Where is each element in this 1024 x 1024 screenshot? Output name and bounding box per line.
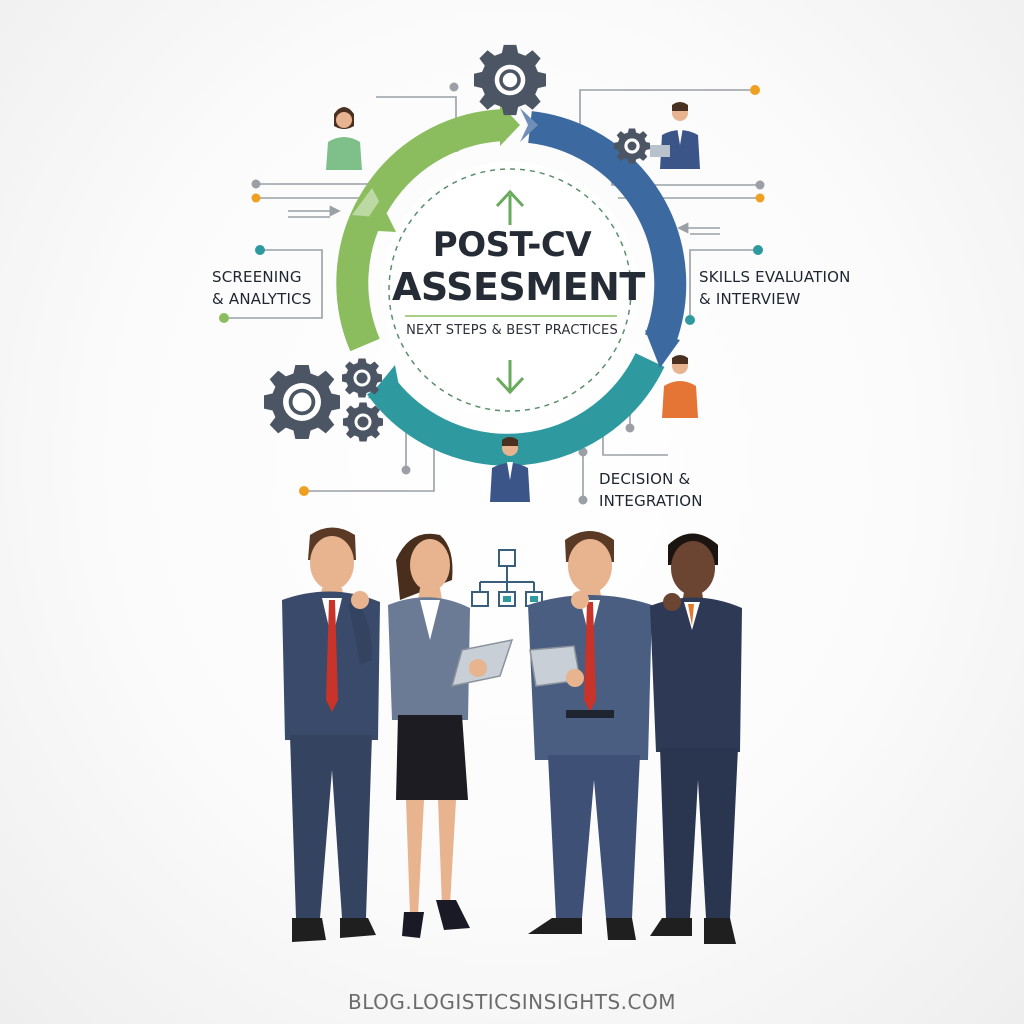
diagram-title-line-1: POST-CV xyxy=(432,225,592,265)
gear-icon xyxy=(264,364,340,440)
stage-label-line: & ANALYTICS xyxy=(212,290,312,308)
business-team-illustration xyxy=(282,527,742,944)
stage-label-line: DECISION & xyxy=(599,470,691,488)
person-icon xyxy=(282,527,380,942)
stage-label-line: & INTERVIEW xyxy=(699,290,801,308)
org-chart-icon xyxy=(471,549,543,607)
cycle-ring-arrowheads xyxy=(352,104,680,402)
gear-icon xyxy=(343,402,383,442)
gear-icon xyxy=(342,358,382,398)
person-icon xyxy=(662,355,698,418)
stage-label-line: INTEGRATION xyxy=(599,492,703,510)
stage-label-screening: SCREENING & ANALYTICS xyxy=(212,266,312,310)
footer-website: BLOG.LOGISTICSINSIGHTS.COM xyxy=(347,990,676,1014)
stage-label-line: SKILLS EVALUATION xyxy=(699,268,851,286)
person-icon xyxy=(326,107,362,170)
flow-arrows xyxy=(288,205,720,235)
stage-label-decision: DECISION & INTEGRATION xyxy=(599,468,703,512)
center-circle xyxy=(382,162,638,418)
gear-icon xyxy=(614,128,650,164)
diagram-subtitle: NEXT STEPS & BEST PRACTICES xyxy=(406,323,618,338)
arrow-up-icon xyxy=(495,189,525,225)
person-icon xyxy=(388,533,514,938)
center-dashed-ring xyxy=(388,168,632,412)
person-icon xyxy=(650,102,700,169)
person-icon xyxy=(528,531,652,940)
stage-label-line: SCREENING xyxy=(212,268,302,286)
diagram-title-line-2: ASSESMENT xyxy=(392,265,645,309)
arrow-down-icon xyxy=(495,360,525,395)
person-icon xyxy=(490,437,530,502)
stage-label-skills: SKILLS EVALUATION & INTERVIEW xyxy=(699,266,851,310)
gear-icon xyxy=(474,44,546,116)
person-icon xyxy=(650,533,742,944)
